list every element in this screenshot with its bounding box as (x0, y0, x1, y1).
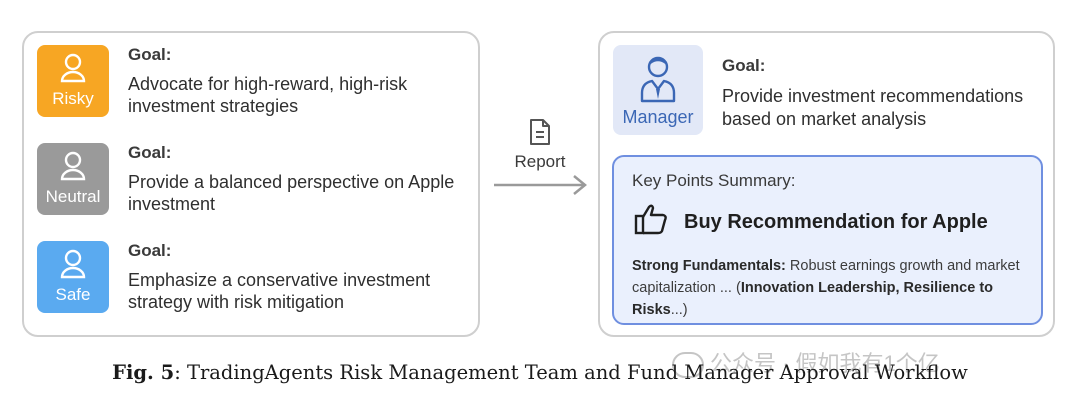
wechat-icon (672, 352, 704, 379)
figure-caption: Fig. 5: TradingAgents Risk Management Te… (0, 361, 1080, 384)
risk-team-panel: Risky Goal: Advocate for high-reward, hi… (22, 31, 480, 337)
arrow-right-icon (494, 175, 587, 195)
agent-safe: Safe Goal: Emphasize a conservative inve… (37, 241, 477, 317)
figure-number: Fig. 5 (112, 361, 175, 384)
badge-label: Manager (622, 107, 694, 127)
watermark: 公众号 · 假如我有1个亿 (672, 346, 940, 379)
goal-title: Goal: (722, 56, 766, 75)
goal-text: Provide a balanced perspective on Apple … (128, 172, 455, 214)
goal-title: Goal: (128, 241, 172, 260)
fundamentals-label: Strong Fundamentals: (632, 258, 786, 274)
document-icon (530, 119, 550, 145)
thumbs-up-icon (634, 204, 667, 235)
caption-text: : TradingAgents Risk Management Team and… (174, 361, 968, 384)
agent-neutral: Neutral Goal: Provide a balanced perspec… (37, 143, 477, 219)
watermark-text: 公众号 · 假如我有1个亿 (710, 351, 940, 376)
buy-recommendation: Buy Recommendation for Apple (684, 211, 988, 233)
neutral-badge: Neutral (37, 143, 109, 215)
person-icon (60, 249, 86, 279)
goal-title: Goal: (128, 45, 172, 64)
report-label: Report (514, 152, 566, 171)
bold-tail: Innovation Leadership, Resilience to Ris… (632, 280, 994, 318)
report-flow: Report (490, 116, 590, 200)
badge-label: Safe (55, 285, 91, 304)
summary-body: Strong Fundamentals: Robust earnings gro… (632, 255, 1027, 321)
badge-label: Neutral (45, 187, 101, 206)
safe-badge: Safe (37, 241, 109, 313)
manager-badge: Manager (613, 45, 703, 135)
person-icon (60, 151, 86, 181)
risky-badge: Risky (37, 45, 109, 117)
badge-label: Risky (52, 89, 94, 108)
manager-icon (640, 56, 676, 103)
manager-panel: Manager Goal: Provide investment recomme… (598, 31, 1055, 337)
summary-title: Key Points Summary: (632, 171, 796, 190)
goal-text: Advocate for high-reward, high-risk inve… (128, 74, 408, 116)
goal-title: Goal: (128, 143, 172, 162)
key-points-summary: Key Points Summary: Buy Recommendation f… (612, 155, 1043, 325)
fundamentals-text: Robust earnings growth and market capita… (632, 258, 1020, 296)
person-icon (60, 53, 86, 83)
summary-tail: ...) (670, 302, 688, 318)
goal-text: Emphasize a conservative investment stra… (128, 270, 431, 312)
agent-risky: Risky Goal: Advocate for high-reward, hi… (37, 45, 477, 121)
goal-text: Provide investment recommendations based… (722, 86, 1024, 129)
